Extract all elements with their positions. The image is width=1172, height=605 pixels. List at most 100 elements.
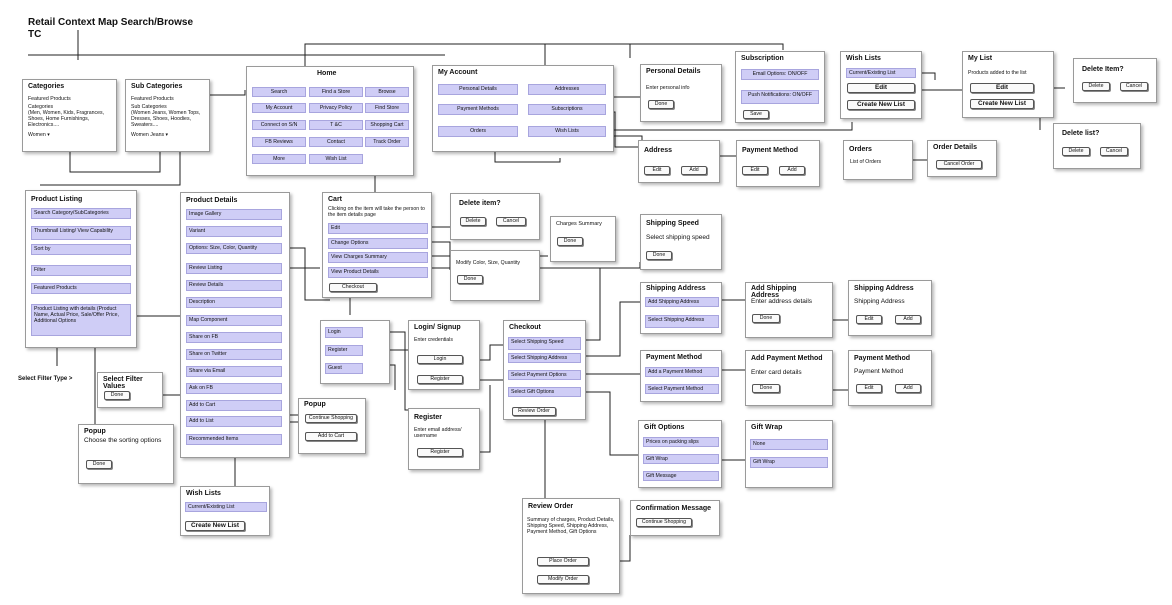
register-button[interactable]: Register — [417, 375, 463, 384]
home-item[interactable]: Search — [252, 87, 306, 97]
create-new-list-button[interactable]: Create New List — [847, 100, 915, 110]
cancel-button[interactable]: Cancel — [1120, 82, 1148, 91]
gift-wrap-option[interactable]: None — [750, 439, 828, 450]
delete-button[interactable]: Delete — [1082, 82, 1110, 91]
save-button[interactable]: Save — [743, 110, 769, 119]
detail-item[interactable]: Description — [186, 297, 282, 308]
home-item[interactable]: My Account — [252, 103, 306, 113]
detail-item[interactable]: Share on FB — [186, 332, 282, 343]
account-item[interactable]: Payment Methods — [438, 104, 518, 115]
home-item[interactable]: Wish List — [309, 154, 363, 164]
add-button[interactable]: Add — [895, 315, 921, 324]
home-item[interactable]: T &C — [309, 120, 363, 130]
add-button[interactable]: Add — [779, 166, 805, 175]
detail-item[interactable]: Share via Email — [186, 366, 282, 377]
login-button[interactable]: Login — [417, 355, 463, 364]
subscription-option[interactable]: Push Notifications: ON/OFF — [741, 90, 819, 104]
login-option[interactable]: Guest — [325, 363, 363, 374]
account-item[interactable]: Addresses — [528, 84, 606, 95]
home-item[interactable]: FB Reviews — [252, 137, 306, 147]
gift-option[interactable]: Gift Wrap — [643, 454, 719, 464]
checkout-option[interactable]: Select Shipping Address — [508, 353, 581, 363]
detail-item[interactable]: Ask on FB — [186, 383, 282, 394]
checkout-button[interactable]: Checkout — [329, 283, 377, 292]
edit-button[interactable]: Edit — [970, 83, 1034, 93]
home-item[interactable]: Find a Store — [309, 87, 363, 97]
home-item[interactable]: Connect on S/N — [252, 120, 306, 130]
done-button[interactable]: Done — [648, 100, 674, 109]
detail-item[interactable]: Recommended Items — [186, 434, 282, 445]
cart-item[interactable]: View Product Details — [328, 267, 428, 278]
done-button[interactable]: Done — [752, 314, 780, 323]
continue-shopping-button[interactable]: Continue Shopping — [636, 518, 692, 527]
gift-option[interactable]: Gift Message — [643, 471, 719, 481]
listing-item[interactable]: Product Listing with details (Product Na… — [31, 304, 131, 336]
done-button[interactable]: Done — [557, 237, 583, 246]
checkout-option[interactable]: Select Payment Options — [508, 370, 581, 380]
review-order-button[interactable]: Review Order — [512, 407, 556, 416]
cart-item[interactable]: Change Options — [328, 238, 428, 249]
subscription-option[interactable]: Email Options: ON/OFF — [741, 69, 819, 80]
listing-item[interactable]: Thumbnail Listing/ View Capability — [31, 226, 131, 240]
account-item[interactable]: Wish Lists — [528, 126, 606, 137]
home-item[interactable]: More — [252, 154, 306, 164]
subcategory-dropdown[interactable]: Women Jeans ▾ — [131, 132, 169, 138]
edit-button[interactable]: Edit — [847, 83, 915, 93]
listing-item[interactable]: Search Category/SubCategories — [31, 208, 131, 219]
home-item[interactable]: Find Store — [365, 103, 409, 113]
listing-item[interactable]: Sort by — [31, 244, 131, 255]
gift-wrap-option[interactable]: Gift Wrap — [750, 457, 828, 468]
detail-item[interactable]: Image Gallery — [186, 209, 282, 220]
login-option[interactable]: Login — [325, 327, 363, 338]
edit-button[interactable]: Edit — [856, 315, 882, 324]
add-button[interactable]: Add — [681, 166, 707, 175]
modify-order-button[interactable]: Modify Order — [537, 575, 589, 584]
done-button[interactable]: Done — [646, 251, 672, 260]
delete-button[interactable]: Delete — [1062, 147, 1090, 156]
register-button[interactable]: Register — [417, 448, 463, 457]
edit-button[interactable]: Edit — [856, 384, 882, 393]
cancel-button[interactable]: Cancel — [496, 217, 526, 226]
payment-option[interactable]: Add a Payment Method — [645, 367, 719, 377]
detail-item[interactable]: Add to Cart — [186, 400, 282, 411]
create-new-list-button[interactable]: Create New List — [185, 521, 245, 531]
detail-item[interactable]: Share on Twitter — [186, 349, 282, 360]
detail-item[interactable]: Map Component — [186, 315, 282, 326]
create-new-list-button[interactable]: Create New List — [970, 99, 1034, 109]
home-item[interactable]: Shopping Cart — [365, 120, 409, 130]
edit-button[interactable]: Edit — [742, 166, 768, 175]
detail-item[interactable]: Add to List — [186, 416, 282, 427]
cart-item[interactable]: Edit — [328, 223, 428, 234]
home-item[interactable]: Privacy Policy — [309, 103, 363, 113]
cart-item[interactable]: View Charges Summary — [328, 252, 428, 263]
cancel-order-button[interactable]: Cancel Order — [936, 160, 982, 169]
listing-item[interactable]: Filter — [31, 265, 131, 276]
delete-button[interactable]: Delete — [460, 217, 486, 226]
payment-option[interactable]: Select Payment Method — [645, 384, 719, 394]
category-dropdown[interactable]: Women ▾ — [28, 132, 50, 138]
wish-list-item[interactable]: Current/Existing List — [185, 502, 267, 512]
home-item[interactable]: Browse — [365, 87, 409, 97]
done-button[interactable]: Done — [86, 460, 112, 469]
continue-shopping-button[interactable]: Continue Shopping — [305, 414, 357, 423]
select-filter-type-label[interactable]: Select Filter Type > — [18, 376, 73, 382]
detail-item[interactable]: Review Details — [186, 280, 282, 291]
home-item[interactable]: Contact — [309, 137, 363, 147]
done-button[interactable]: Done — [457, 275, 483, 284]
wish-list-item[interactable]: Current/Existing List — [846, 68, 916, 78]
detail-item[interactable]: Options: Size, Color, Quantity — [186, 243, 282, 254]
account-item[interactable]: Personal Details — [438, 84, 518, 95]
detail-item[interactable]: Review Listing — [186, 263, 282, 274]
add-to-cart-button[interactable]: Add to Cart — [305, 432, 357, 441]
account-item[interactable]: Orders — [438, 126, 518, 137]
edit-button[interactable]: Edit — [644, 166, 670, 175]
done-button[interactable]: Done — [752, 384, 780, 393]
home-item[interactable]: Track Order — [365, 137, 409, 147]
checkout-option[interactable]: Select Shipping Speed — [508, 337, 581, 350]
gift-option[interactable]: Prices on packing slips — [643, 437, 719, 447]
shipping-address-option[interactable]: Select Shipping Address — [645, 315, 719, 328]
detail-item[interactable]: Variant — [186, 226, 282, 237]
shipping-address-option[interactable]: Add Shipping Address — [645, 297, 719, 307]
listing-item[interactable]: Featured Products — [31, 283, 131, 294]
add-button[interactable]: Add — [895, 384, 921, 393]
